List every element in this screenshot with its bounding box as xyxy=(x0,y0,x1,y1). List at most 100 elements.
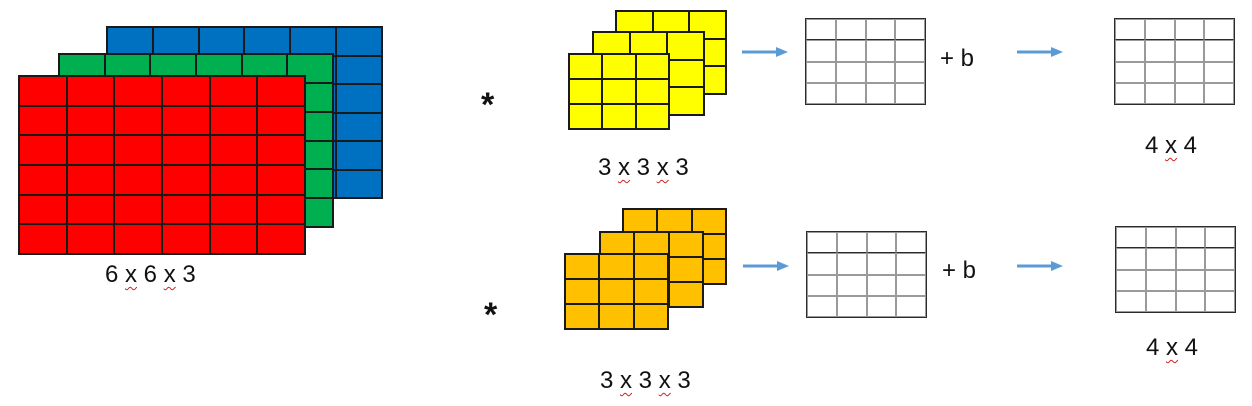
grid-cell xyxy=(1175,248,1206,270)
grid-cell xyxy=(257,135,305,165)
grid-cell xyxy=(1205,269,1235,291)
arrow-right-icon xyxy=(1017,47,1063,57)
grid-cell xyxy=(1174,82,1205,104)
grid-cell xyxy=(895,19,925,41)
grid-cell xyxy=(114,76,162,106)
grid-cell xyxy=(866,232,897,254)
grid-cell xyxy=(689,11,726,39)
grid-cell xyxy=(1116,227,1146,249)
grid-cell xyxy=(836,274,867,296)
filter-1-output xyxy=(1114,18,1235,105)
grid-cell xyxy=(602,79,636,104)
filter-2-output xyxy=(1115,226,1236,313)
grid-cell xyxy=(162,164,210,195)
grid-cell xyxy=(806,19,836,41)
arrow-right-icon xyxy=(742,47,788,57)
grid-cell xyxy=(1205,248,1235,270)
grid-cell xyxy=(896,274,926,296)
grid-cell xyxy=(66,135,115,165)
grid-cell xyxy=(836,253,867,275)
grid-cell xyxy=(198,27,245,56)
grid-cell xyxy=(257,224,305,254)
grid-cell xyxy=(635,54,669,79)
input-channel-red xyxy=(18,75,306,255)
grid-cell xyxy=(1116,269,1146,291)
grid-cell xyxy=(668,232,703,257)
grid-cell xyxy=(1175,227,1206,249)
filter-2-conv-result xyxy=(806,231,927,318)
grid-cell xyxy=(209,194,258,225)
grid-cell xyxy=(114,194,162,225)
output-2-dimension-label: 4 x 4 xyxy=(1146,334,1199,361)
grid-cell xyxy=(602,54,636,79)
grid-cell xyxy=(635,79,669,104)
grid-cell xyxy=(1145,290,1176,312)
grid-cell xyxy=(836,232,867,254)
grid-cell xyxy=(66,224,115,254)
grid-cell xyxy=(565,254,600,279)
grid-cell xyxy=(1175,290,1206,312)
grid-cell xyxy=(895,40,925,62)
grid-cell xyxy=(835,40,866,62)
grid-cell xyxy=(114,105,162,136)
grid-cell xyxy=(19,194,67,225)
grid-cell xyxy=(1174,61,1205,83)
filter-1-dimension-label: 3 x 3 x 3 xyxy=(598,154,689,181)
grid-cell xyxy=(895,61,925,83)
grid-cell xyxy=(865,61,896,83)
grid-cell xyxy=(66,164,115,195)
grid-cell xyxy=(336,141,382,170)
grid-cell xyxy=(1115,19,1145,41)
grid-cell xyxy=(336,55,382,84)
grid-cell xyxy=(836,295,867,317)
output-1-dimension-label: 4 x 4 xyxy=(1145,132,1198,159)
grid-cell xyxy=(1205,227,1235,249)
grid-cell xyxy=(565,304,600,329)
grid-cell xyxy=(569,104,603,129)
grid-cell xyxy=(336,27,382,56)
grid-cell xyxy=(209,164,258,195)
grid-cell xyxy=(107,27,153,56)
grid-cell xyxy=(565,279,600,304)
grid-cell xyxy=(807,253,837,275)
grid-cell xyxy=(1204,61,1234,83)
grid-cell xyxy=(336,112,382,141)
grid-cell xyxy=(865,19,896,41)
grid-cell xyxy=(1116,290,1146,312)
grid-cell xyxy=(19,164,67,195)
grid-cell xyxy=(807,232,837,254)
grid-cell xyxy=(1145,248,1176,270)
grid-cell xyxy=(668,257,703,282)
convolution-operator-1: * xyxy=(481,86,495,124)
grid-cell xyxy=(19,105,67,136)
grid-cell xyxy=(1175,269,1206,291)
grid-cell xyxy=(1115,61,1145,83)
grid-cell xyxy=(152,27,199,56)
grid-cell xyxy=(569,54,603,79)
grid-cell xyxy=(162,105,210,136)
grid-cell xyxy=(1144,40,1175,62)
grid-cell xyxy=(633,279,668,304)
grid-cell xyxy=(1145,269,1176,291)
filter-1-conv-result xyxy=(805,18,926,105)
grid-cell xyxy=(114,224,162,254)
grid-cell xyxy=(209,76,258,106)
grid-cell xyxy=(257,76,305,106)
grid-cell xyxy=(866,253,897,275)
grid-cell xyxy=(114,164,162,195)
grid-cell xyxy=(807,274,837,296)
grid-cell xyxy=(257,164,305,195)
grid-cell xyxy=(209,105,258,136)
grid-cell xyxy=(895,82,925,104)
grid-cell xyxy=(1205,290,1235,312)
arrow-right-icon xyxy=(743,261,789,271)
grid-cell xyxy=(66,194,115,225)
grid-cell xyxy=(599,254,634,279)
grid-cell xyxy=(806,61,836,83)
bias-term-1: + b xyxy=(940,45,975,72)
grid-cell xyxy=(866,274,897,296)
grid-cell xyxy=(66,76,115,106)
grid-cell xyxy=(668,282,703,307)
grid-cell xyxy=(1115,40,1145,62)
grid-cell xyxy=(287,54,333,83)
